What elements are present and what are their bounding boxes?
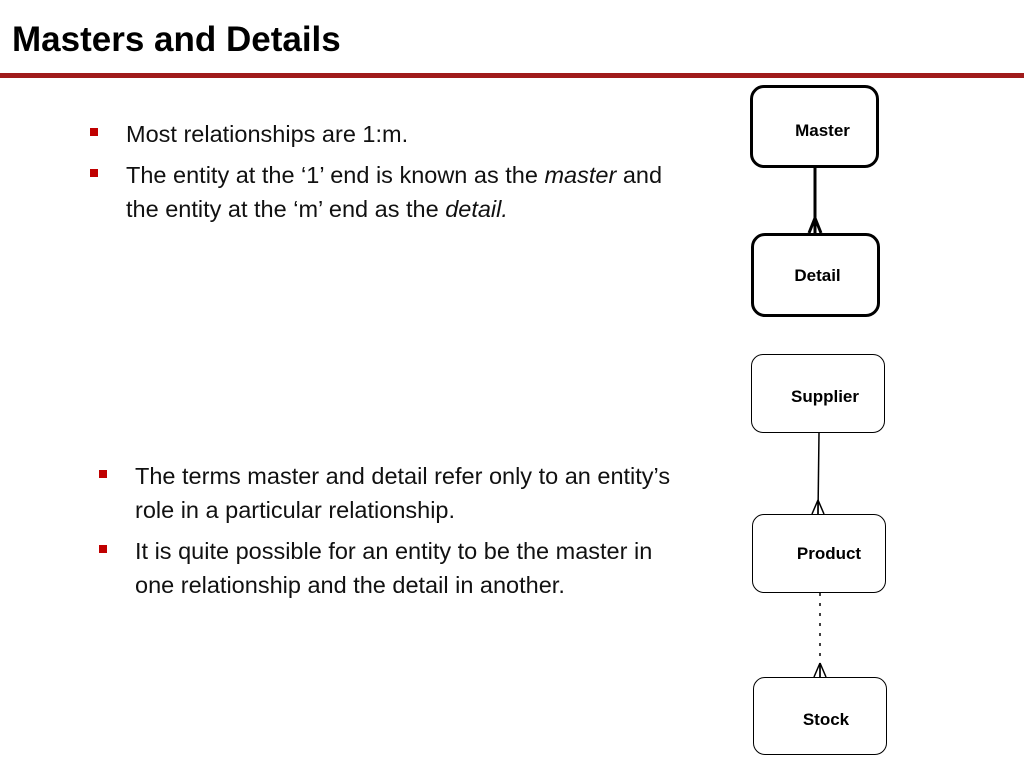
bullet-item: The terms master and detail refer only t… [97, 459, 697, 527]
bullet-text: Most relationships are 1:m. [126, 121, 409, 147]
supplier-product-crowfoot-icon [811, 499, 825, 515]
title-underline [0, 73, 1024, 78]
bullet-list-bottom: The terms master and detail refer only t… [97, 459, 697, 609]
term-detail: detail. [445, 196, 508, 222]
bullet-list-top: Most relationships are 1:m. The entity a… [88, 117, 688, 233]
entity-product-label: Product [796, 543, 862, 563]
bullet-text: The terms master and detail refer only t… [135, 463, 671, 523]
term-master: master [544, 162, 617, 188]
entity-master: Master [750, 85, 879, 168]
slide-title: Masters and Details [12, 20, 341, 59]
supplier-product-line [817, 432, 820, 515]
entity-product: Product [752, 514, 886, 593]
bullet-square-icon [99, 470, 107, 478]
product-stock-crowfoot-icon [813, 662, 827, 678]
entity-supplier: Supplier [751, 354, 885, 433]
bullet-text-part: and the entity at the ‘m’ end as the [126, 162, 663, 222]
bullet-square-icon [90, 128, 98, 136]
bullet-square-icon [99, 545, 107, 553]
bullet-item: It is quite possible for an entity to be… [97, 534, 697, 602]
bullet-item: Most relationships are 1:m. [88, 117, 688, 151]
bullet-square-icon [90, 169, 98, 177]
bullet-text: It is quite possible for an entity to be… [135, 538, 653, 598]
entity-detail: Detail [751, 233, 880, 317]
entity-stock: Stock [753, 677, 887, 755]
entity-stock-label: Stock [802, 710, 850, 729]
master-detail-crowfoot-icon [807, 217, 823, 234]
entity-detail-label: Detail [794, 266, 841, 285]
entity-supplier-label: Supplier [790, 386, 859, 406]
bullet-text-part: The entity at the ‘1’ end is known as th… [126, 162, 545, 188]
bullet-item: The entity at the ‘1’ end is known as th… [88, 158, 688, 226]
entity-master-label: Master [795, 120, 850, 140]
